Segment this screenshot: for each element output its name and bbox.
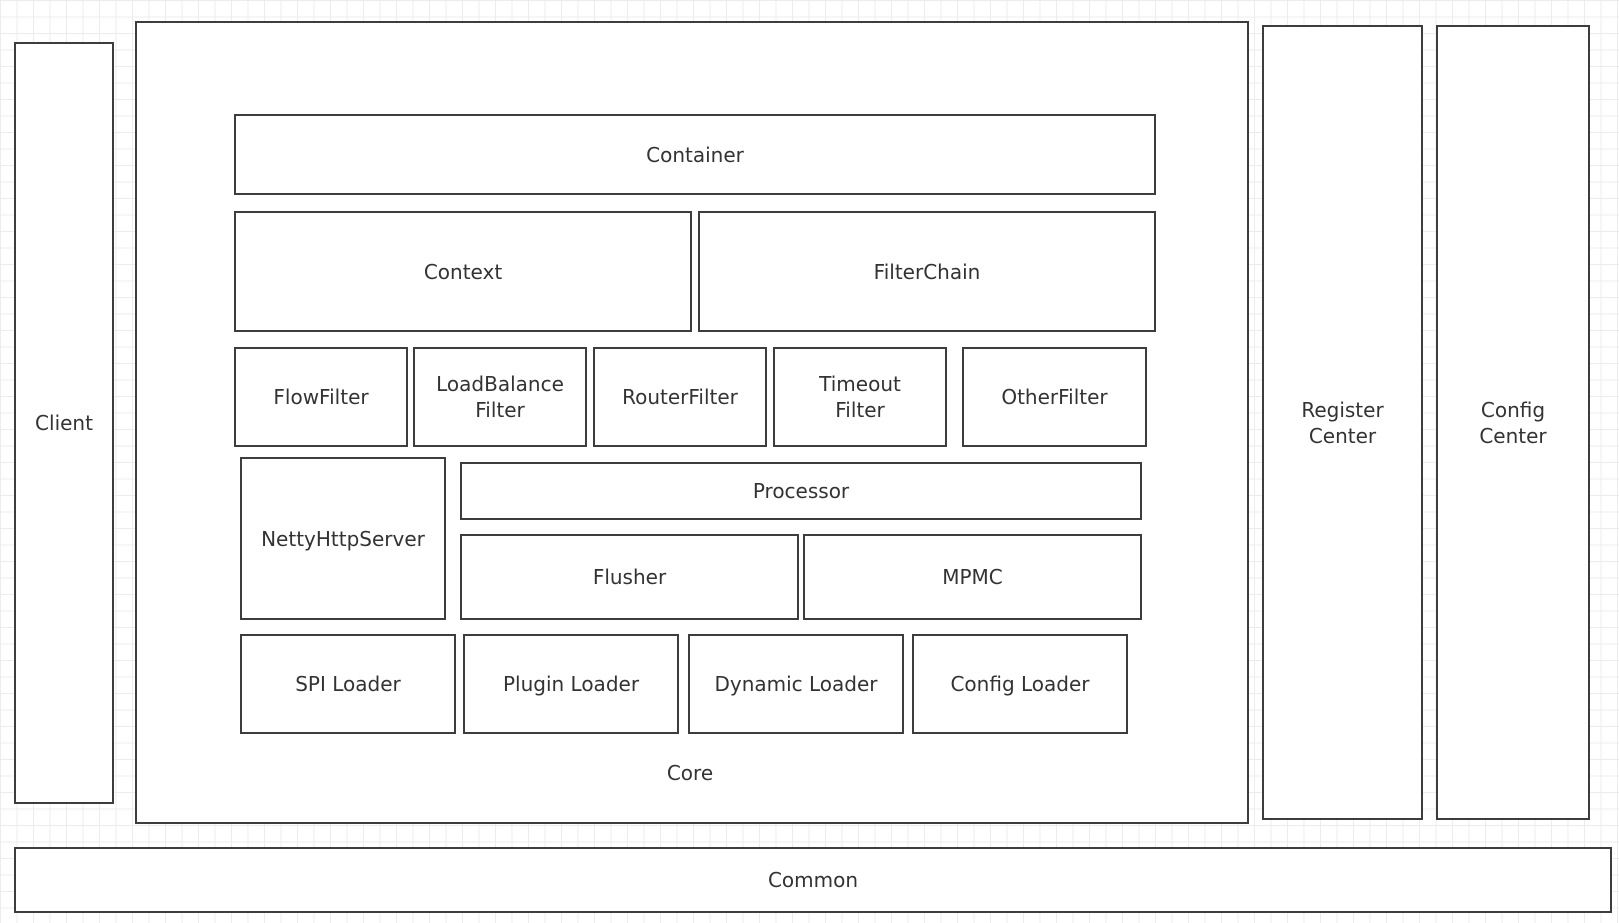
filter-chain-block: FilterChain: [698, 211, 1156, 332]
filter-chain-label: FilterChain: [873, 259, 981, 284]
config-center-block: Config Center: [1436, 25, 1590, 820]
mpmc-label: MPMC: [942, 565, 1003, 589]
filter-label: RouterFilter: [622, 385, 738, 409]
client-block: Client: [14, 42, 114, 804]
loader-block-dynamic: Dynamic Loader: [688, 634, 904, 734]
flusher-block: Flusher: [460, 534, 799, 620]
filter-block-flow: FlowFilter: [234, 347, 408, 447]
context-block: Context: [234, 211, 692, 332]
filter-label: LoadBalance Filter: [436, 372, 564, 422]
context-label: Context: [423, 259, 503, 284]
common-block: Common: [14, 847, 1612, 913]
loader-block-config: Config Loader: [912, 634, 1128, 734]
loader-label: Config Loader: [950, 672, 1090, 696]
loader-block-spi: SPI Loader: [240, 634, 456, 734]
mpmc-block: MPMC: [803, 534, 1142, 620]
netty-http-server-block: NettyHttpServer: [240, 457, 446, 620]
filter-label: FlowFilter: [273, 385, 369, 409]
flusher-label: Flusher: [592, 565, 667, 589]
processor-label: Processor: [752, 479, 850, 503]
container-label: Container: [646, 142, 744, 167]
filter-block-loadbalance: LoadBalance Filter: [413, 347, 587, 447]
register-center-label: Register Center: [1301, 397, 1384, 448]
filter-label: Timeout Filter: [819, 372, 901, 422]
loader-label: Dynamic Loader: [714, 672, 878, 696]
filter-label: OtherFilter: [1001, 385, 1108, 409]
config-center-label: Config Center: [1479, 397, 1547, 448]
common-label: Common: [767, 868, 859, 892]
loader-label: SPI Loader: [295, 672, 401, 696]
loader-block-plugin: Plugin Loader: [463, 634, 679, 734]
filter-block-router: RouterFilter: [593, 347, 767, 447]
loader-label: Plugin Loader: [502, 672, 640, 696]
register-center-block: Register Center: [1262, 25, 1423, 820]
processor-block: Processor: [460, 462, 1142, 520]
filter-block-other: OtherFilter: [962, 347, 1147, 447]
netty-http-server-label: NettyHttpServer: [261, 526, 425, 551]
client-label: Client: [35, 411, 93, 435]
container-block: Container: [234, 114, 1156, 195]
core-label: Core: [666, 761, 714, 785]
filter-block-timeout: Timeout Filter: [773, 347, 947, 447]
